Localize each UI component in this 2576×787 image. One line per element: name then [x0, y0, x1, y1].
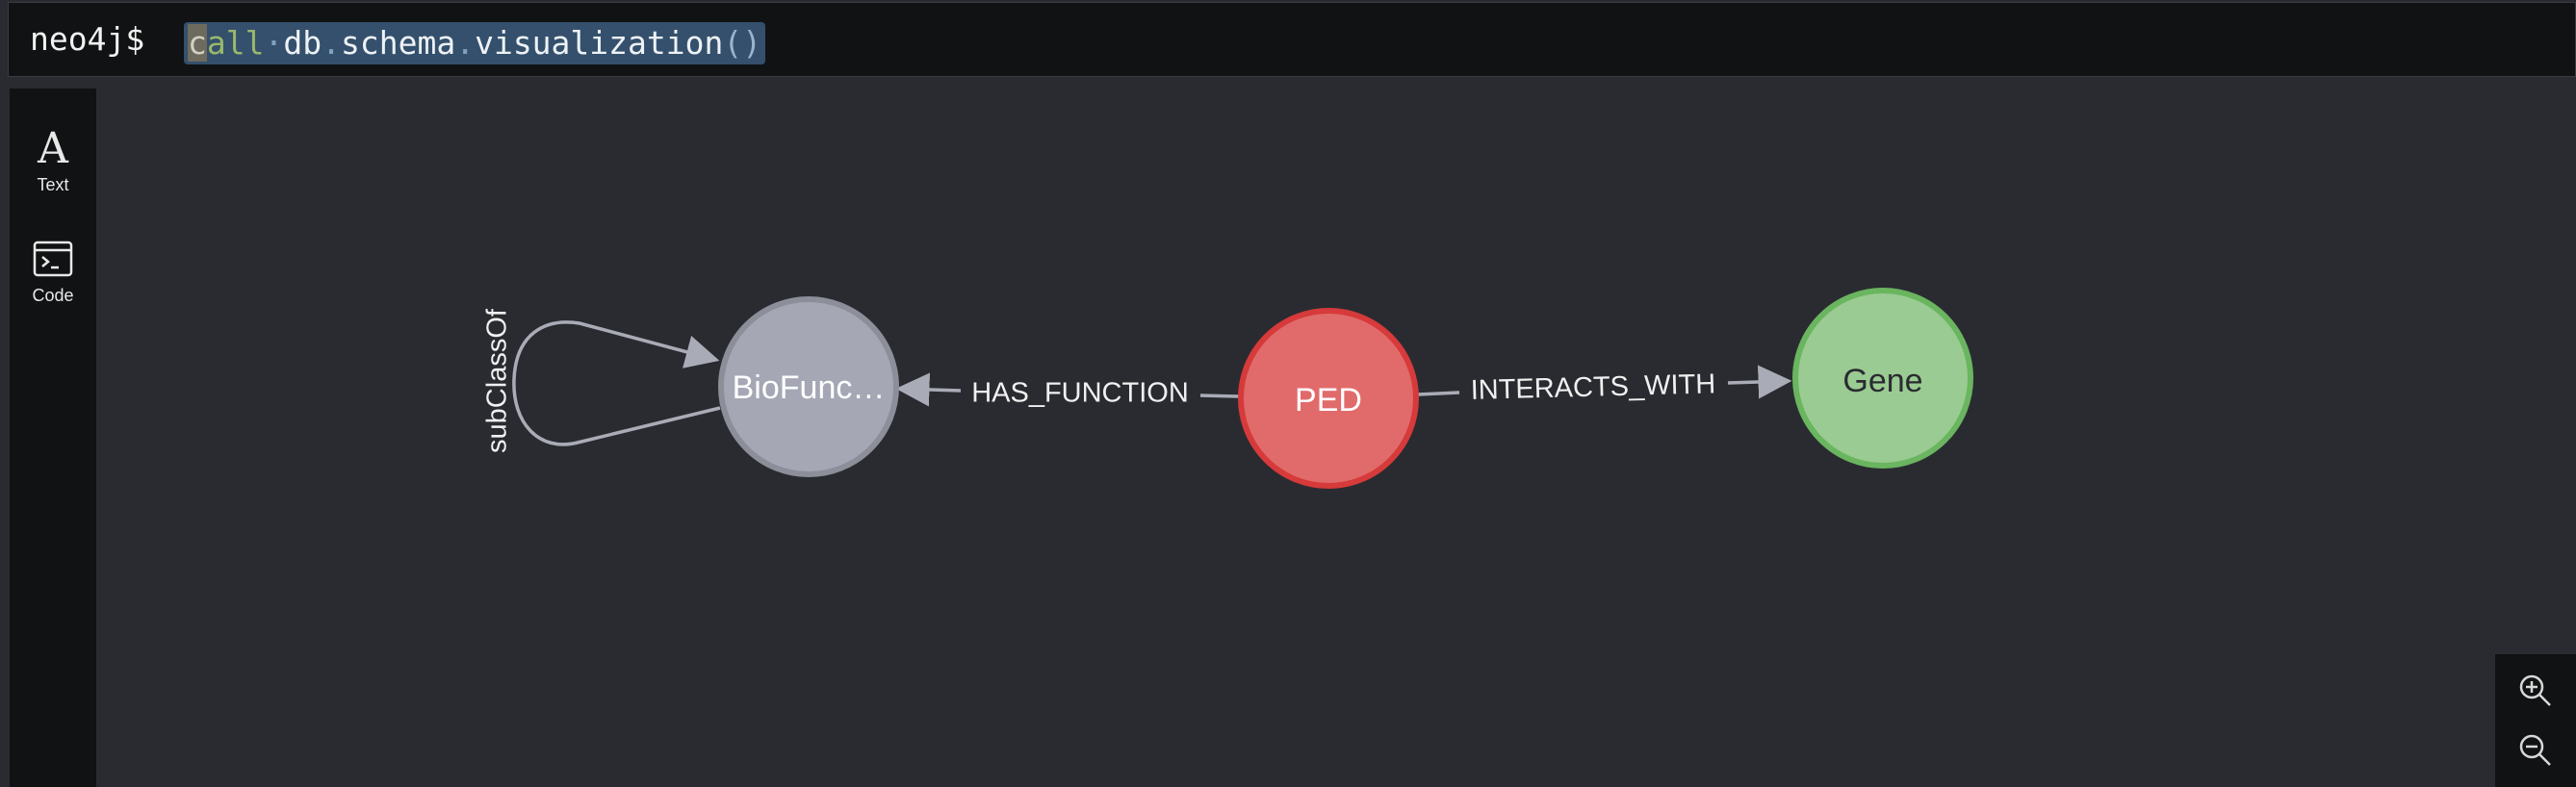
- query-parens: (): [723, 24, 762, 62]
- zoom-in-icon: [2519, 674, 2551, 706]
- relationship-has-function[interactable]: HAS_FUNCTION: [895, 372, 1240, 409]
- text-icon: A: [38, 124, 68, 173]
- text-cursor: c: [188, 24, 207, 62]
- node-ped[interactable]: PED: [1238, 308, 1419, 489]
- zoom-in-button[interactable]: [2514, 670, 2557, 712]
- sidebar-item-label: Text: [37, 175, 69, 194]
- relationship-subclassof[interactable]: subClassOf: [482, 308, 721, 453]
- node-gene[interactable]: Gene: [1792, 288, 1973, 469]
- query-input[interactable]: call·db.schema.visualization(): [184, 22, 766, 64]
- query-dot: .: [455, 24, 476, 62]
- query-namespace: db: [283, 24, 322, 62]
- sidebar-item-text[interactable]: A Text: [10, 125, 96, 195]
- node-label: Gene: [1842, 363, 1922, 399]
- sidebar-item-code[interactable]: Code: [10, 241, 96, 306]
- relationship-label: INTERACTS_WITH: [1470, 368, 1715, 406]
- schema-graph[interactable]: subClassOf HAS_FUNCTION INTERACTS_WITH B…: [96, 89, 2576, 787]
- query-editor[interactable]: neo4j$ call·db.schema.visualization(): [8, 2, 2576, 77]
- zoom-out-button[interactable]: [2514, 729, 2557, 772]
- query-procedure: visualization: [475, 24, 724, 62]
- relationship-label: subClassOf: [482, 308, 513, 453]
- whitespace-marker: ·: [264, 24, 284, 62]
- node-label: BioFunc…: [733, 369, 886, 406]
- relationship-label: HAS_FUNCTION: [971, 378, 1189, 409]
- prompt-label: neo4j$: [30, 20, 145, 58]
- zoom-out-icon: [2519, 734, 2551, 766]
- query-keyword: all: [206, 24, 265, 62]
- relationship-interacts-with[interactable]: INTERACTS_WITH: [1417, 365, 1792, 406]
- code-icon: [33, 241, 73, 277]
- sidebar-item-label: Code: [32, 286, 74, 305]
- node-label: PED: [1295, 382, 1362, 419]
- zoom-controls: [2495, 654, 2576, 787]
- sidebar: A Text Code: [10, 89, 96, 787]
- query-namespace: schema: [340, 24, 456, 62]
- node-biofunction[interactable]: BioFunc…: [718, 296, 899, 477]
- query-dot: .: [322, 24, 341, 62]
